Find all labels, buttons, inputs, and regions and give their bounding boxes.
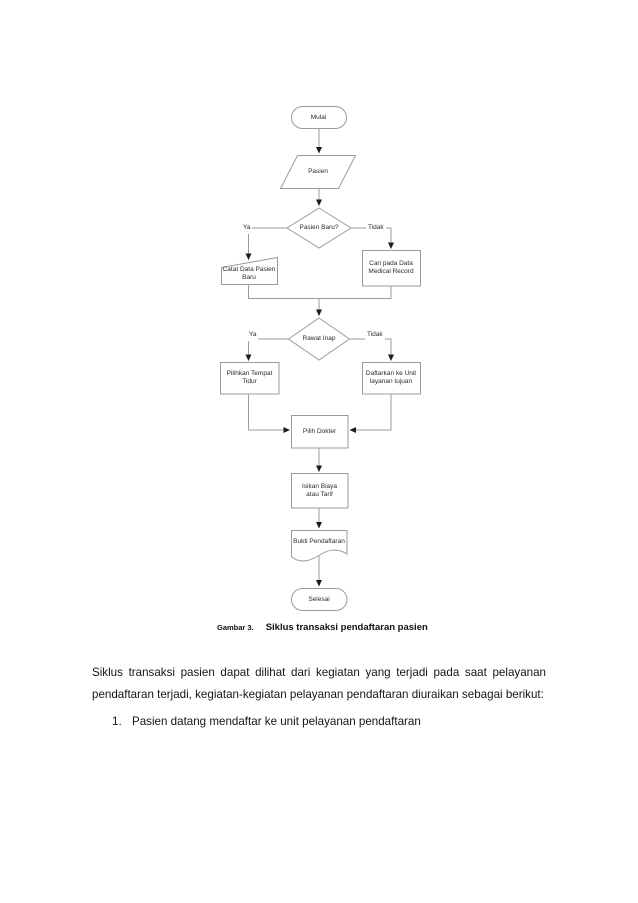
process-shape-daftarkan (362, 362, 421, 395)
decision-shape-rawat-inap (287, 317, 351, 361)
edge-decision1-ya (245, 227, 288, 260)
process-shape-cari (362, 250, 421, 287)
edge-label-pasien-baru-tidak: Tidak (366, 221, 386, 234)
flowchart-node-pasien-baru: Pasien Baru? (299, 224, 339, 232)
flowchart-node-pilih-dokter: Pilih Dokter (302, 427, 337, 435)
edge-merge1 (248, 284, 392, 299)
process-shape-pilihkan (220, 362, 280, 395)
flowchart-node-bukti-pendaftaran: Bukti Pendaftaran (293, 538, 345, 546)
flowchart-node-daftarkan-unit-layanan: Daftarkan ke Unit layanan tujuan (365, 370, 417, 385)
body-paragraph: Siklus transaksi pasien dapat dilihat da… (92, 666, 546, 701)
numbered-list-item: 1. Pasien datang mendaftar ke unit pelaya… (112, 711, 552, 733)
terminator-shape-selesai (291, 588, 348, 611)
list-item-text: Pasien datang mendaftar ke unit pelayana… (132, 715, 421, 728)
flowchart-shapes (220, 106, 421, 611)
flowchart-node-pasien: Pasien (308, 167, 328, 175)
input-shape-pasien (279, 155, 357, 189)
flowchart-node-pilihkan-tempat-tidur: Pilihkan Tempat Tidur (226, 370, 273, 385)
figure-caption: Gambar 3. Siklus transaksi pendaftaran p… (217, 622, 428, 633)
list-item-number: 1. (112, 715, 122, 728)
flowchart-node-catat-data-pasien-baru: Catat Data Pasien Baru (222, 265, 276, 281)
process-shape-isikan (291, 473, 349, 509)
edge-decision2-tidak (348, 338, 395, 361)
flowchart-node-rawat-inap: Rawat Inap (302, 335, 336, 343)
edge-decision2-ya (245, 338, 290, 361)
flowchart-node-selesai: Selesai (308, 595, 330, 603)
edge-label-pasien-baru-ya: Ya (241, 221, 253, 234)
flowchart-node-cari-medical-record: Cari pada Data Medical Record (368, 260, 414, 275)
flowchart-connectors (245, 129, 395, 587)
document-shape-bukti (291, 530, 348, 562)
flowchart-node-mulai: Mulai (310, 113, 327, 121)
figure-caption-number: Gambar 3. (217, 623, 254, 632)
edge-pilihkan-dokter (248, 394, 290, 434)
manual-input-shape-catat (221, 256, 278, 285)
edge-label-rawat-inap-ya: Ya (247, 328, 259, 341)
edge-daftarkan-dokter (349, 394, 392, 434)
process-shape-pilih-dokter (291, 415, 349, 449)
edge-decision1-tidak (350, 227, 395, 249)
edge-label-rawat-inap-tidak: Tidak (365, 328, 385, 341)
flowchart-node-isikan-biaya: Isikan Biaya atau Tarif (301, 482, 338, 498)
decision-shape-pasien-baru (286, 207, 352, 249)
figure-caption-title: Siklus transaksi pendaftaran pasien (265, 622, 428, 633)
terminator-shape-mulai (291, 106, 347, 129)
